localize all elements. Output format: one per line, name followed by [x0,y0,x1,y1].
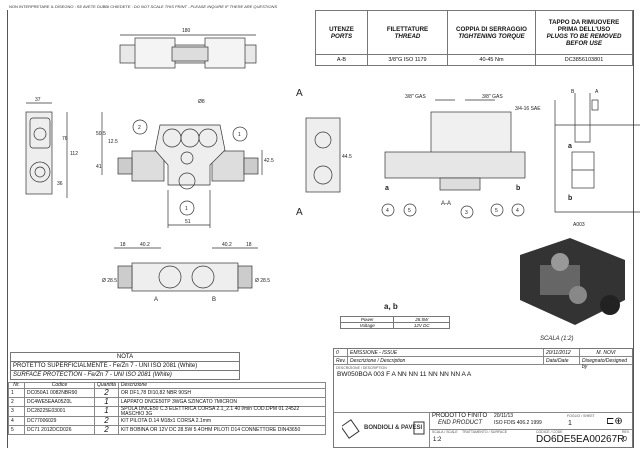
dim-label: Ø 28.5 [255,278,270,284]
section-view [381,99,526,219]
dim-label: 50.5 [96,131,106,137]
callout-5: 5 [495,208,498,214]
treatment-label: TRATTAMENTO / SURFACE [462,430,508,434]
standard-ref: ISO FDIS 406.2 1999 [494,420,542,426]
side-view [25,102,68,198]
callout-3: 3 [465,210,468,216]
top-view [119,34,257,69]
dim-label: 36 [57,181,63,187]
description-value: BW050BOA 003 F A NN NN 11 NN NN NN A A [337,371,472,378]
dim-label: 12.5 [108,139,118,145]
dim-label: 3/8" GAS [405,94,426,100]
coil-title: a, b [384,302,398,311]
dim-label: 41 [96,164,102,170]
render-scale: SCALA (1:2) [540,336,573,342]
schematic-code: A003 [573,222,585,228]
technical-drawing: 180 37 76 112 36 50.5 12.5 41 51 42.5 44… [25,28,640,342]
schematic-a: a [568,143,572,150]
section-a-bottom: A [296,207,303,218]
end-view [305,117,341,193]
drawing-code: DO6DE5EA00267R [536,434,625,445]
sheet-value: 1 [568,420,572,427]
description-label: DESCRIZIONE / DESCRIPTION [336,366,387,370]
dim-label: 3/4-16 SAE [515,106,541,112]
dim-label: 3/8" GAS [482,94,503,100]
dim-label: Ø8 [198,99,205,105]
rev-value: 0 [623,436,627,443]
company-logo: BONDIOLI & PAVESI [340,417,427,441]
dim-label: 180 [182,28,191,34]
dim-label: 44.5 [342,154,352,160]
port-a-label: A [154,297,158,303]
hydraulic-schematic [554,93,640,213]
front-view [101,112,263,228]
section-a-top: A [296,88,303,99]
rev-label: REV. [622,430,630,434]
schematic-port-b: B [571,89,575,95]
dim-label: Ø 28.5 [102,278,117,284]
section-label: A-A [441,201,451,207]
nota-table: NOTA PROTETTO SUPERFICIALMENTE - Fe/Zn 7… [10,352,240,380]
bottom-view [114,247,258,292]
dim-label: 18 [246,242,252,248]
schematic-b: b [568,195,572,202]
dim-label: 18 [120,242,126,248]
dim-label: 51 [185,219,191,225]
dim-label: 76 [62,136,68,142]
dim-label: 40.2 [140,242,150,248]
callout-1: 1 [185,206,188,212]
svg-text:BONDIOLI & PAVESI: BONDIOLI & PAVESI [364,425,422,431]
valve-3d-render [520,238,625,325]
callout-5: 5 [408,208,411,214]
scale-value: 1:2 [433,437,442,443]
schematic-port-a: A [595,89,599,95]
solenoid-b-label: b [516,185,520,192]
callout-4: 4 [386,208,389,214]
dim-label: 42.5 [264,158,274,164]
callout-2: 2 [138,125,141,131]
standard-date: 20/11/13 [494,413,514,419]
solenoid-a-label: a [385,185,389,192]
product-it: PRODOTTO FINITO [432,413,488,419]
dim-label: 40.2 [222,242,232,248]
dim-label: 112 [70,151,78,157]
port-b-label: B [212,297,216,303]
projection-symbol-icon: ⊏⊕ [606,416,623,427]
code-label: CODICE / CODE [536,430,563,434]
drawing-frame [7,10,634,448]
callout-4: 4 [516,208,519,214]
scale-label: SCALA / SCALE [432,430,458,434]
drawing-notice: NON INTERPRETARE IL DISEGNO : SE AVETE D… [9,4,277,9]
dim-label: 37 [35,97,41,103]
callout-1: 1 [238,132,241,138]
product-en: END PRODUCT [438,420,483,426]
sheet-label: FOGLIO / SHEET [567,414,595,418]
